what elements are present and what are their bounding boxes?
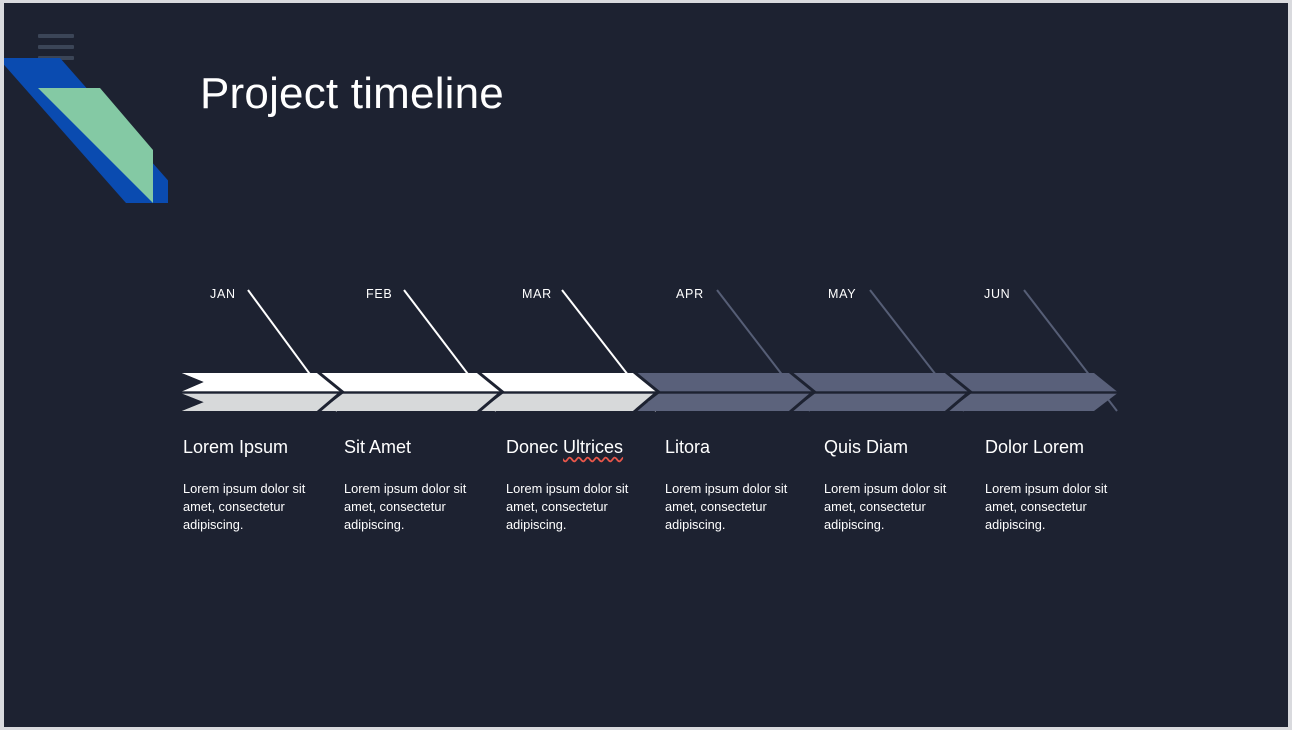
column-heading-apr: Litora [665,437,711,457]
chevron-gap-4 [789,370,817,414]
month-label-jan: JAN [210,287,236,301]
arrow-seam-line [182,391,1117,394]
month-label-mar: MAR [522,287,552,301]
page-title: Project timeline [200,69,504,118]
column-heading-mar-misspelled-word: Ultrices [563,437,624,457]
column-body-apr: Lorem ipsum dolor sit amet, consectetur … [665,481,788,532]
timeline-column-jun: Dolor Lorem Lorem ipsum dolor sit amet, … [985,436,1135,534]
column-heading-jun: Dolor Lorem [985,437,1085,457]
arrow-jan-lower[interactable] [182,393,341,412]
chevron-gap-2 [477,370,505,414]
arrow-mar-lower[interactable] [480,393,657,412]
timeline-column-feb: Sit Amet Lorem ipsum dolor sit amet, con… [344,436,494,534]
column-heading-mar: Donec Ultrices [506,436,656,458]
month-label-may: MAY [828,287,857,301]
column-heading-mar-prefix: Donec [506,437,564,457]
column-body-mar: Lorem ipsum dolor sit amet, consectetur … [506,481,629,532]
arrow-may-lower[interactable] [792,393,969,412]
chevron-gap-3 [633,370,661,414]
month-label-feb: FEB [366,287,393,301]
arrow-may-upper[interactable] [792,373,969,392]
hamburger-bar-1 [38,34,74,38]
hamburger-bar-2 [38,45,74,49]
arrow-apr-upper[interactable] [636,373,813,392]
column-body-may: Lorem ipsum dolor sit amet, consectetur … [824,481,947,532]
column-heading-jan: Lorem Ipsum [183,437,289,457]
month-label-apr: APR [676,287,704,301]
timeline-chart: JAN FEB MAR APR MAY JUN Lorem Ipsum Lore… [4,3,1288,727]
slide-canvas: Project timeline [4,3,1288,727]
arrow-jan-upper[interactable] [182,373,341,392]
arrow-mar-upper[interactable] [480,373,657,392]
timeline-column-mar: Donec Ultrices Lorem ipsum dolor sit ame… [506,436,656,534]
column-heading-may: Quis Diam [824,437,909,457]
month-label-jun: JUN [984,287,1011,301]
timeline-column-may: Quis Diam Lorem ipsum dolor sit amet, co… [824,436,974,534]
arrow-jun-upper[interactable] [948,373,1117,392]
arrow-feb-lower[interactable] [320,393,501,412]
arrow-apr-lower[interactable] [636,393,813,412]
arrow-jun-lower[interactable] [948,393,1117,412]
arrow-feb-upper[interactable] [320,373,501,392]
chevron-gap-1 [317,370,345,414]
timeline-arrows-svg [182,289,1118,414]
column-heading-feb: Sit Amet [344,437,412,457]
column-body-jun: Lorem ipsum dolor sit amet, consectetur … [985,481,1108,532]
column-body-jan: Lorem ipsum dolor sit amet, consectetur … [183,481,306,532]
timeline-column-jan: Lorem Ipsum Lorem ipsum dolor sit amet, … [183,436,333,534]
chevron-gap-5 [945,370,973,414]
timeline-column-apr: Litora Lorem ipsum dolor sit amet, conse… [665,436,815,534]
column-body-feb: Lorem ipsum dolor sit amet, consectetur … [344,481,467,532]
